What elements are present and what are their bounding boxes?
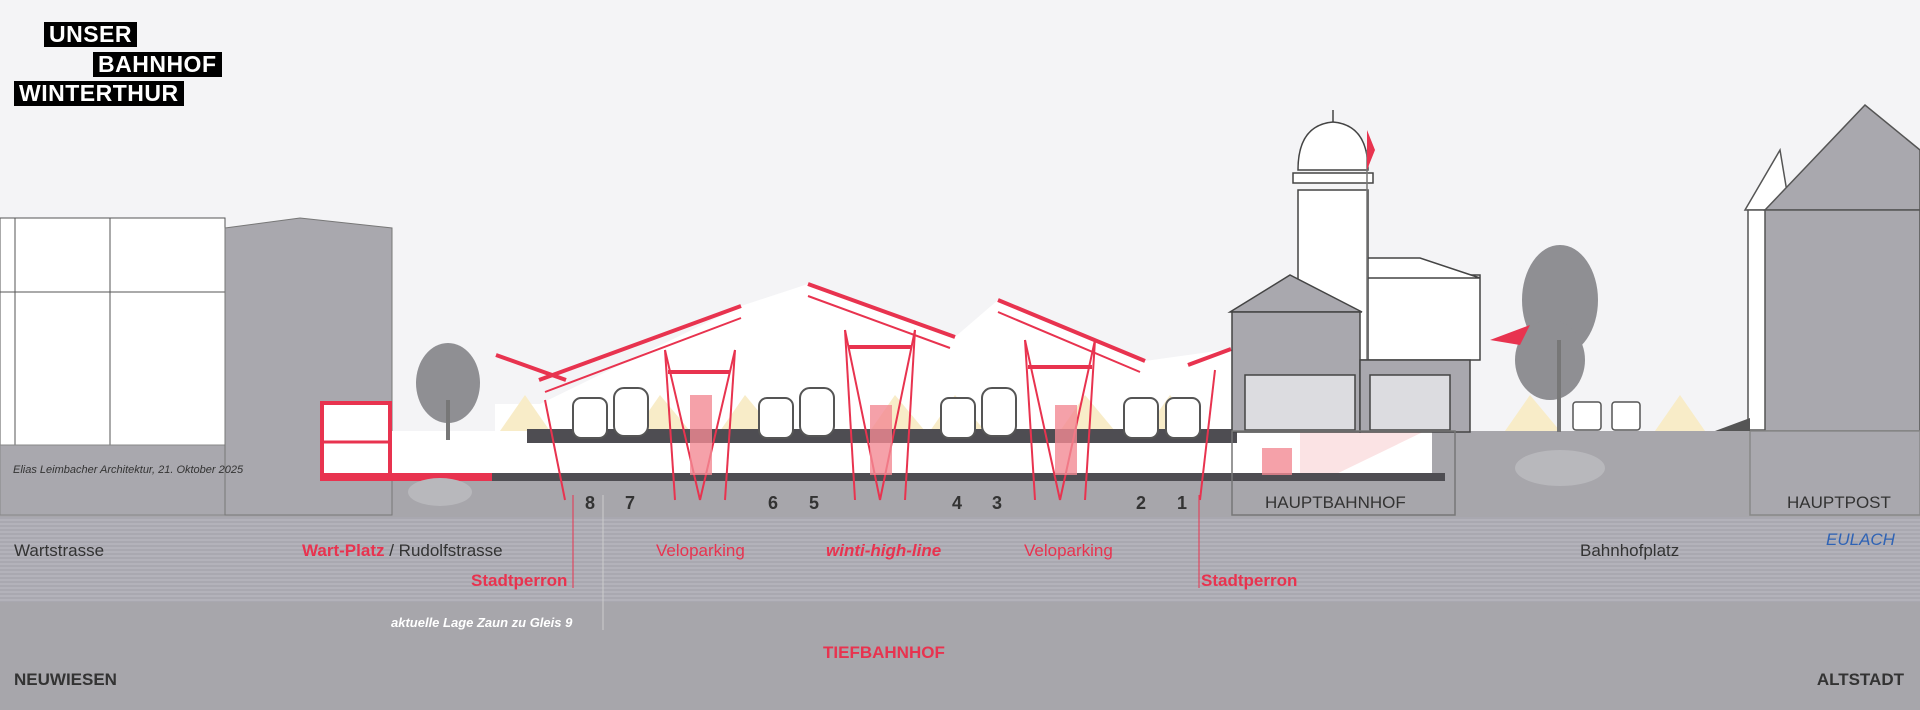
train [1123,397,1159,439]
label-wart-platz: Wart-Platz [302,541,385,560]
train [940,397,976,439]
track-number: 7 [625,493,636,513]
track-number: 1 [1177,493,1188,513]
label-neuwiesen: NEUWIESEN [14,670,117,689]
train [572,397,608,439]
ramp [1300,431,1425,477]
hauptbahnhof-building [1227,110,1530,516]
train [758,397,794,439]
buses [1572,401,1641,431]
label-rudolfstrasse: / Rudolfstrasse [384,541,503,560]
bike-decks [668,345,1092,374]
roof-lines [495,282,1232,393]
label-altstadt: ALTSTADT [1816,670,1904,689]
label-stadtperron-left: Stadtperron [471,571,568,590]
lower-floor [490,473,1445,481]
track-number: 4 [952,493,963,513]
label-winti-high-line: winti-high-line [826,541,942,560]
track-number: 5 [809,493,820,513]
bus [1611,401,1641,431]
train [613,387,649,437]
label-veloparking-left: Veloparking [656,541,745,560]
label-tiefbahnhof: TIEFBAHNHOF [823,643,945,662]
track-number: 3 [992,493,1003,513]
track-number: 2 [1136,493,1147,513]
label-wartstrasse: Wartstrasse [14,541,105,560]
bus [1572,401,1602,431]
train [799,387,835,437]
lower-floor-red [322,473,492,481]
stair-towers [690,395,1292,475]
label-stadtperron-right: Stadtperron [1201,571,1298,590]
tree-left [416,343,480,423]
trains [572,387,1201,439]
label-veloparking-right: Veloparking [1024,541,1113,560]
logo-line-2: BAHNHOF [93,52,222,77]
label-bahnhofplatz: Bahnhofplatz [1580,541,1680,560]
white-building [0,217,226,446]
track-number: 8 [585,493,596,513]
label-hauptbahnhof: HAUPTBAHNHOF [1265,493,1406,512]
trees [408,245,1605,506]
label-hauptpost: HAUPTPOST [1787,493,1891,512]
logo-line-3: WINTERTHUR [14,81,184,106]
train [981,387,1017,437]
hauptbahnhof-outline [1231,430,1456,516]
logo-line-1: UNSER [44,22,138,47]
underground-area [0,602,1920,710]
label-wart-platz-group: Wart-Platz / Rudolfstrasse [302,541,503,561]
credit-text: Elias Leimbacher Architektur, 21. Oktobe… [13,464,244,476]
hauptpost-building [1715,103,1920,516]
label-eulach: EULACH [1826,530,1895,549]
label-zaun: aktuelle Lage Zaun zu Gleis 9 [391,615,573,630]
street-level-band [0,517,1920,602]
leader-lines [572,495,1200,630]
train [1165,397,1201,439]
track-number: 6 [768,493,779,513]
